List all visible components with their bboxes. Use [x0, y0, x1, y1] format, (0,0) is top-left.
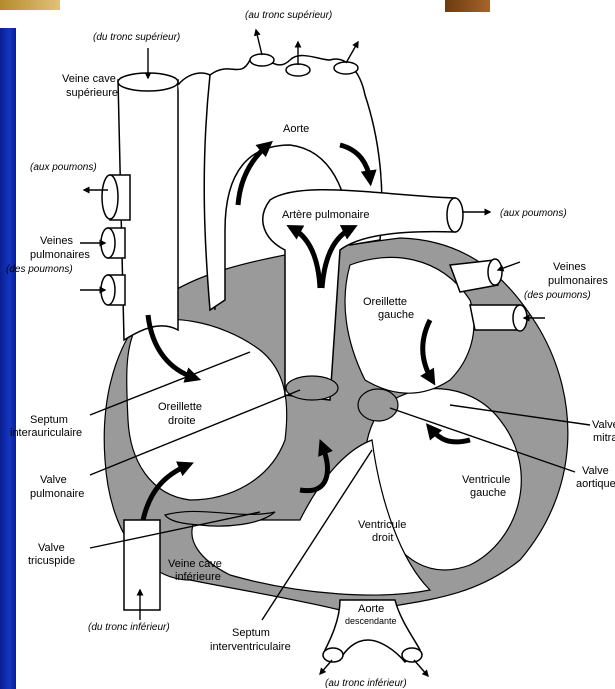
- label-valve-pulmonaire-1: Valve: [40, 474, 67, 486]
- label-valve-aortique-1: Valve: [582, 465, 609, 477]
- label-ventricule-droit-1: Ventricule: [358, 519, 406, 531]
- aortic-valve-shape: [358, 389, 398, 421]
- label-tronc-sup-left: (du tronc supérieur): [93, 32, 180, 43]
- label-veines-pulm-right-1: Veines: [553, 261, 587, 273]
- label-oreillette-gauche-2: gauche: [378, 309, 414, 321]
- label-veines-pulm-left-1: Veines: [40, 235, 74, 247]
- label-artere-pulmonaire: Artère pulmonaire: [282, 209, 369, 221]
- label-septum-interauric-1: Septum: [30, 414, 68, 426]
- label-aux-poumons-left: (aux poumons): [30, 162, 97, 173]
- label-valve-pulmonaire-2: pulmonaire: [30, 488, 84, 500]
- label-veines-pulm-left-3: (des poumons): [6, 264, 73, 275]
- label-veine-cave-inf-1: Veine cave: [168, 558, 222, 570]
- label-septum-intervent-1: Septum: [232, 627, 270, 639]
- label-valve-mitrale-2: mitrale: [593, 432, 615, 444]
- label-veine-cave-sup-2: supérieure: [66, 87, 118, 99]
- label-aux-poumons-right: (aux poumons): [500, 208, 567, 219]
- inferior-vena-cava: [124, 520, 160, 610]
- label-valve-aortique-2: aortique: [576, 478, 615, 490]
- label-veine-cave-sup-1: Veine cave: [62, 73, 116, 85]
- label-ventricule-droit-2: droit: [372, 532, 393, 544]
- label-valve-tricuspide-1: Valve: [38, 542, 65, 554]
- label-veines-pulm-left-2: pulmonaires: [30, 249, 90, 261]
- label-tronc-inf-left: (du tronc inférieur): [88, 622, 170, 633]
- label-oreillette-gauche-1: Oreillette: [363, 296, 407, 308]
- label-tronc-inf-bottom: (au tronc inférieur): [325, 678, 407, 689]
- label-valve-mitrale-1: Valve: [592, 419, 615, 431]
- label-septum-intervent-2: interventriculaire: [210, 641, 291, 653]
- pulmonary-valve-shape: [286, 376, 338, 400]
- label-ventricule-gauche-1: Ventricule: [462, 474, 510, 486]
- label-aorte-desc-2: descendante: [345, 616, 397, 626]
- label-veines-pulm-right-3: (des poumons): [524, 290, 591, 301]
- label-aorte-desc-1: Aorte: [358, 603, 384, 615]
- label-oreillette-droite-2: droite: [168, 415, 196, 427]
- label-ventricule-gauche-2: gauche: [470, 487, 506, 499]
- label-veine-cave-inf-2: inférieure: [175, 571, 221, 583]
- label-valve-tricuspide-2: tricuspide: [28, 555, 75, 567]
- label-oreillette-droite-1: Oreillette: [158, 401, 202, 413]
- label-aorte: Aorte: [283, 123, 309, 135]
- label-veines-pulm-right-2: pulmonaires: [548, 275, 608, 287]
- label-tronc-sup-top: (au tronc supérieur): [245, 10, 332, 21]
- label-septum-interauric-2: interauriculaire: [10, 427, 82, 439]
